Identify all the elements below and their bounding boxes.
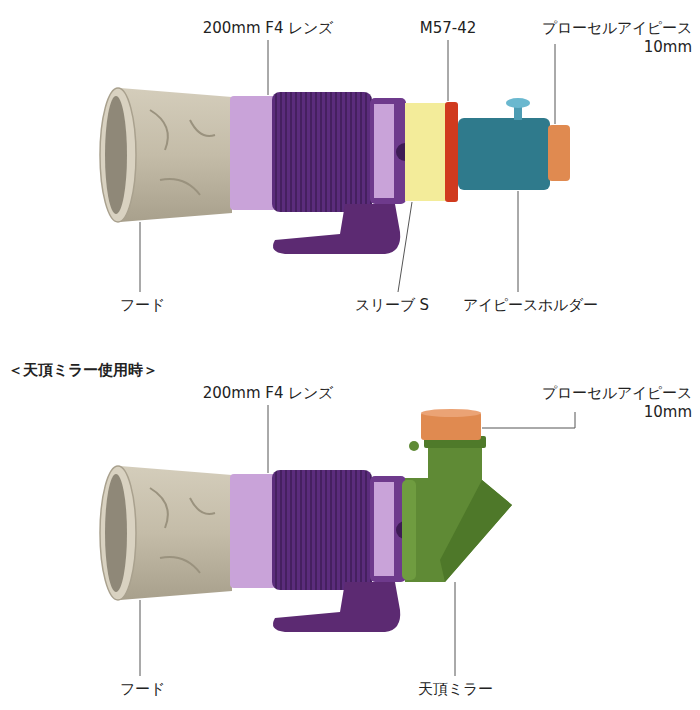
part-label: フード [97, 296, 187, 315]
lens-with-hood [100, 88, 414, 254]
diagonal-mirror [405, 445, 512, 582]
part-label: 天頂ミラー [395, 680, 515, 699]
part-label: 200mm F4 レンズ [188, 19, 348, 38]
part-label: プローセルアイピース 10mm [530, 384, 692, 422]
leader-lines [140, 405, 575, 676]
eyepiece-holder [458, 118, 550, 190]
eyepiece [548, 125, 570, 181]
eyepiece-top [421, 409, 481, 417]
lens-with-hood [100, 466, 414, 632]
part-label: 200mm F4 レンズ [188, 384, 348, 403]
section-heading: ＜天頂ミラー使用時＞ [8, 361, 268, 380]
mirror-face [440, 480, 512, 582]
mirror-screw [409, 441, 419, 451]
part-label: M57-42 [403, 19, 493, 38]
adapter-ring [445, 102, 458, 202]
part-label: フード [97, 680, 187, 699]
part-label: スリーブ S [337, 296, 447, 315]
part-label: プローセルアイピース 10mm [530, 19, 692, 57]
mirror-barrel [402, 480, 416, 580]
holder-knob [506, 98, 530, 108]
sleeve [405, 103, 449, 201]
part-label: アイピースホルダー [445, 296, 615, 315]
leader-lines [140, 40, 555, 292]
